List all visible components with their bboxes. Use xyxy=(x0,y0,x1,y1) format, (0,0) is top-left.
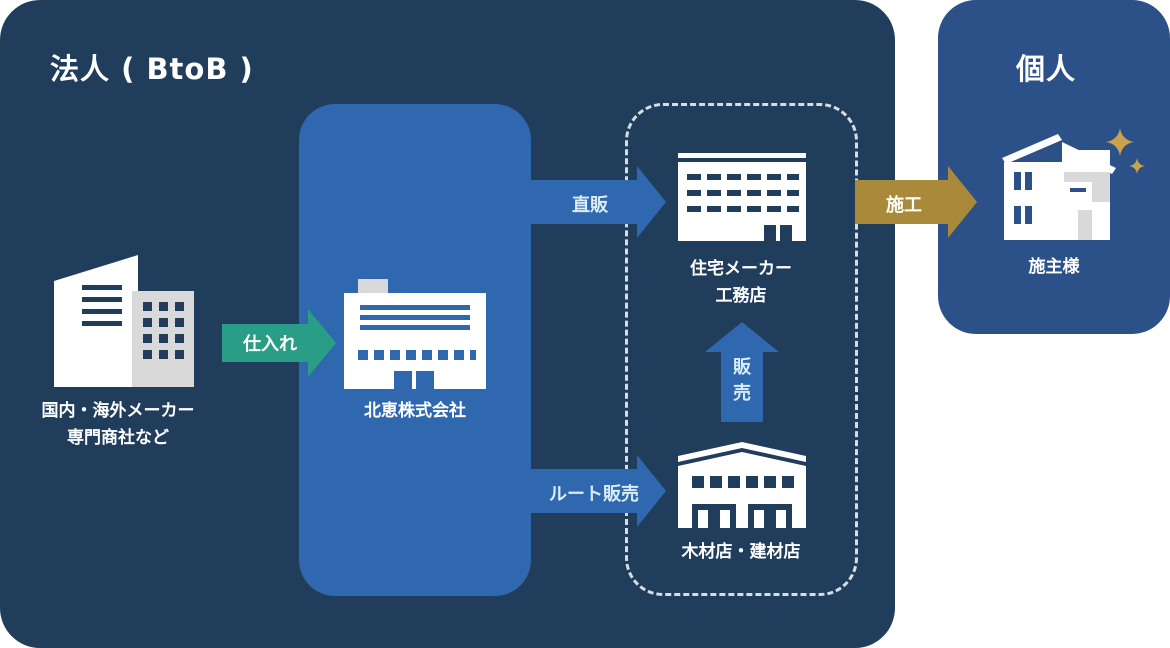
customer-group-box xyxy=(625,103,858,596)
hanbai-arrow xyxy=(705,322,779,422)
direct-sales-label: 直販 xyxy=(572,195,608,216)
house-maker-label: 住宅メーカー 工務店 xyxy=(690,259,792,306)
company-building-icon xyxy=(344,279,486,389)
makers-label: 国内・海外メーカー 専門商社など xyxy=(41,401,195,448)
shiire-arrow xyxy=(222,309,336,377)
office-towers-icon xyxy=(54,255,194,387)
construction-arrow xyxy=(855,166,977,238)
lumber-store-label: 木材店・建材店 xyxy=(681,542,801,562)
route-sales-label: ルート販売 xyxy=(549,484,639,505)
btob-title: 法人 ( BtoB ) xyxy=(50,52,254,86)
direct-sales-arrow xyxy=(531,166,666,238)
client-label: 施主様 xyxy=(1028,257,1080,277)
individual-title: 個人 xyxy=(1016,52,1077,86)
route-sales-arrow xyxy=(531,455,666,527)
sparkle-icon xyxy=(1106,128,1145,174)
house-maker-building-icon xyxy=(678,153,806,241)
warehouse-icon xyxy=(678,442,806,528)
company-label: 北恵株式会社 xyxy=(364,401,466,421)
construction-label: 施工 xyxy=(886,195,922,216)
hanbai-label: 販 売 xyxy=(733,357,751,404)
house-icon xyxy=(1002,134,1116,240)
shiire-label: 仕入れ xyxy=(243,334,297,355)
